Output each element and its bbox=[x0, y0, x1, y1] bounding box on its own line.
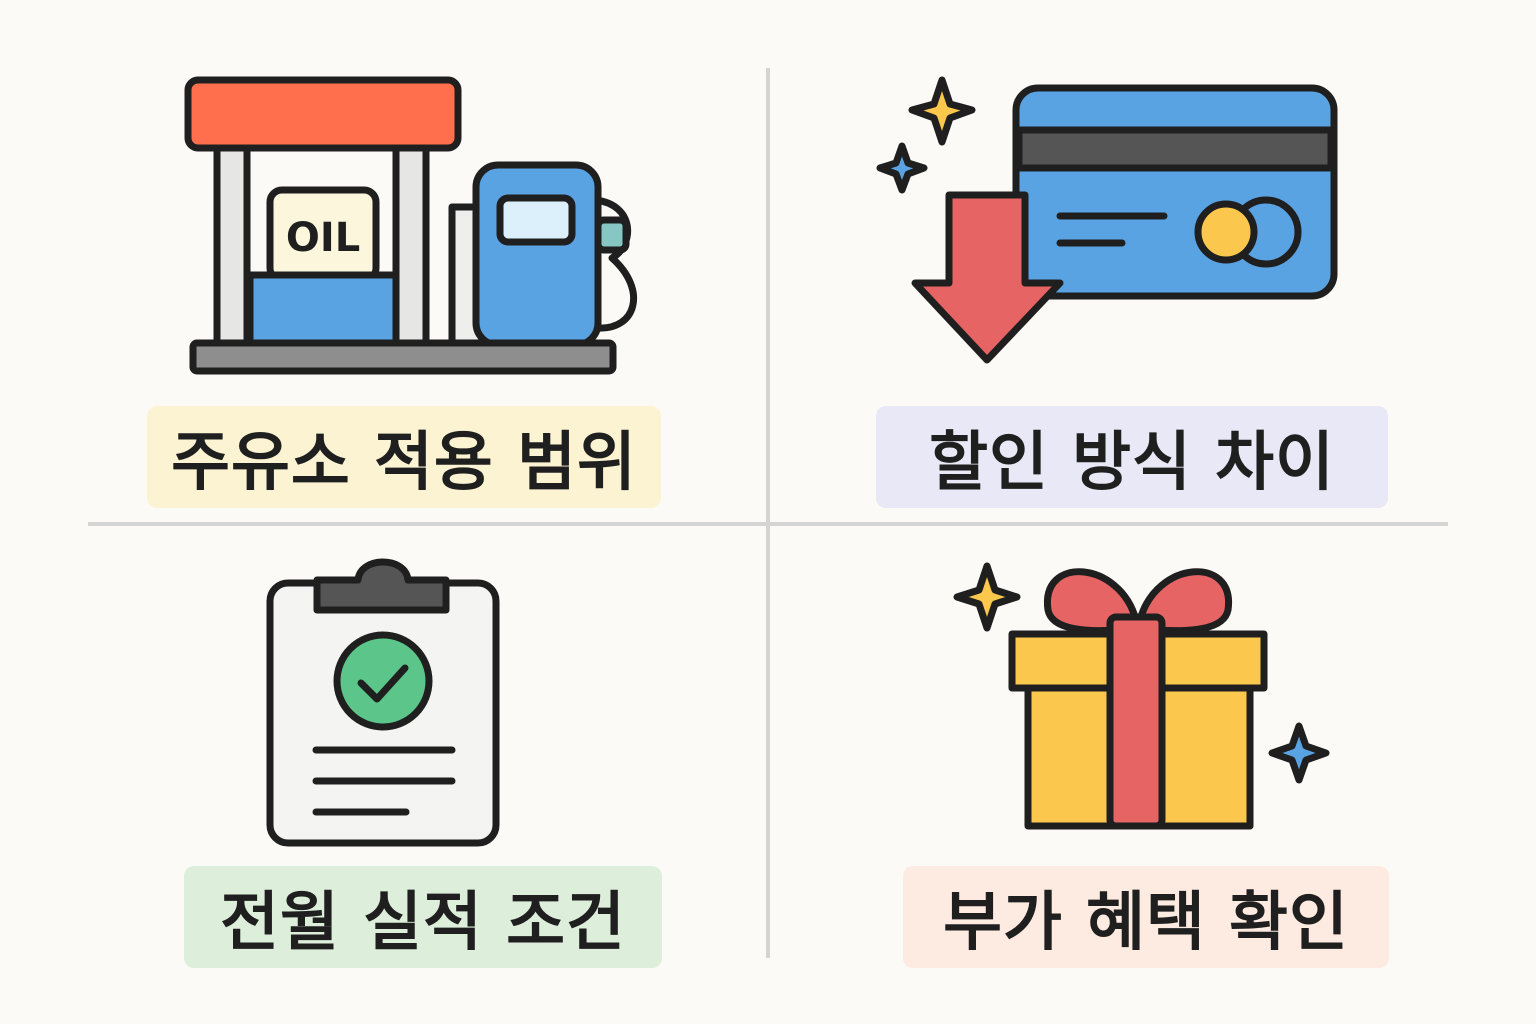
oil-sign-text: OIL bbox=[286, 215, 360, 261]
sparkle-icon bbox=[1268, 722, 1330, 784]
label-gas-station-scope: 주유소 적용 범위 bbox=[147, 406, 661, 508]
horizontal-divider bbox=[88, 522, 1448, 526]
label-extra-benefits: 부가 혜택 확인 bbox=[903, 866, 1389, 968]
label-discount-method: 할인 방식 차이 bbox=[876, 406, 1388, 508]
gas-station-icon: OIL bbox=[184, 76, 638, 375]
sparkle-icon bbox=[876, 142, 928, 194]
clipboard-check-icon bbox=[266, 558, 500, 847]
sparkle-icon bbox=[953, 562, 1021, 632]
label-previous-month-condition: 전월 실적 조건 bbox=[184, 866, 662, 968]
credit-card-discount-icon bbox=[876, 76, 1338, 364]
vertical-divider bbox=[766, 68, 770, 958]
sparkle-icon bbox=[908, 76, 976, 146]
gift-box-icon bbox=[953, 562, 1330, 830]
